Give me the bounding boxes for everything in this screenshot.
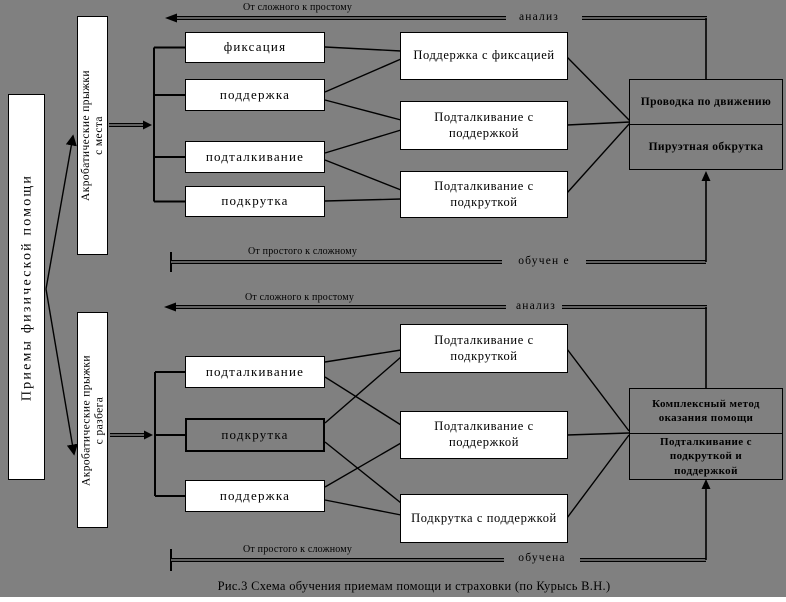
analysis-label: анализ (518, 11, 560, 23)
technique-box: поддержка (185, 480, 325, 512)
technique-box: подталкивание (185, 356, 325, 388)
bottom-bracket (154, 371, 186, 497)
combination-box: Поддержка с фиксацией (400, 32, 568, 80)
flow-label-simple-to-complex: От простого к сложному (247, 246, 358, 257)
root-branch-arrows (45, 134, 78, 456)
combination-box: Подкрутка с поддержкой (400, 494, 568, 543)
technique-box: подталкивание (185, 141, 325, 173)
result-cell: Проводка по движению (640, 95, 772, 108)
combination-box: Подталкивание с поддержкой (400, 101, 568, 150)
result-cell: Подталкивание с подкруткой и поддержкой (630, 433, 782, 479)
combination-box: Подталкивание с подкруткой (400, 324, 568, 373)
result-cell: Пируэтная обкрутка (630, 124, 782, 169)
combination-box: Подталкивание с подкруткой (400, 171, 568, 218)
branch-arrows (109, 120, 153, 440)
page-margin (0, 597, 786, 602)
technique-box: фиксация (185, 32, 325, 63)
branch-box-running (77, 312, 108, 528)
analysis-label: анализ (515, 300, 557, 312)
technique-box: поддержка (185, 79, 325, 111)
flow-label-simple-to-complex: От простого к сложному (242, 544, 353, 555)
top-bracket (153, 46, 186, 203)
result-box-running: Комплексный метод оказания помощи Подтал… (629, 388, 783, 480)
technique-box: подкрутка (185, 186, 325, 217)
flow-label-complex-to-simple: От сложного к простому (242, 2, 353, 13)
result-cell: Комплексный метод оказания помощи (652, 397, 760, 425)
flow-label-complex-to-simple: От сложного к простому (244, 292, 355, 303)
branch-box-standing (77, 16, 108, 255)
root-box (8, 94, 45, 480)
technique-box-shaded: подкрутка (185, 418, 325, 452)
figure-caption: Рис.3 Схема обучения приемам помощи и ст… (217, 579, 611, 593)
training-label: обучена (518, 552, 566, 564)
result-box-standing: Проводка по движению Пируэтная обкрутка (629, 79, 783, 170)
training-label: обучен е (518, 255, 570, 267)
combination-box: Подталкивание с поддержкой (400, 411, 568, 459)
